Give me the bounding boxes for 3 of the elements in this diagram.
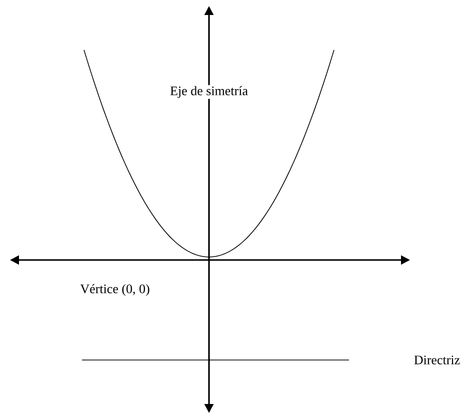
vertex-label: Vértice (0, 0) — [80, 284, 150, 296]
axis-label: Eje de simetría — [169, 85, 249, 99]
directrix-label: Directriz — [414, 356, 460, 364]
